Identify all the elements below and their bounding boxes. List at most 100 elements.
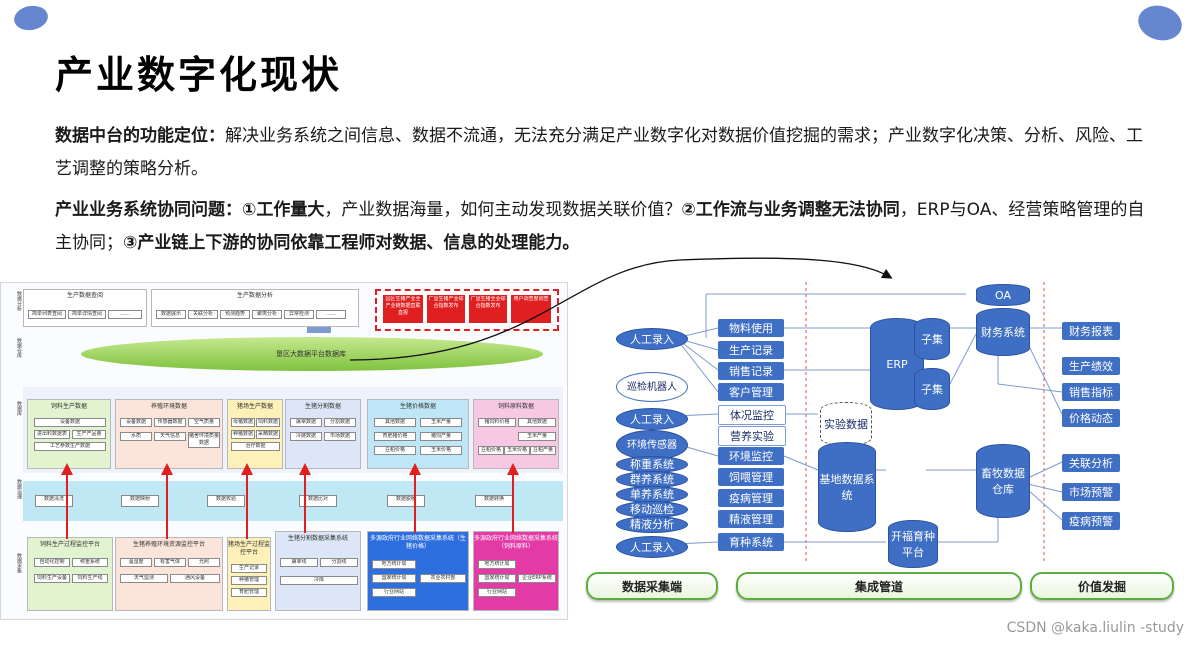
warehouse-cylinder <box>81 337 543 371</box>
input-mobile-inspection: 移动巡检 <box>616 501 688 518</box>
stage-value-discovery: 价值发掘 <box>1030 572 1174 600</box>
index-box: 广垦生猪全业综合指数发布 <box>469 295 507 323</box>
db-item: 进出料数据表 <box>34 430 70 439</box>
panel-title: 饲料生产过程监控平台 <box>39 541 100 548</box>
acq-item: 饲料生产线 <box>72 574 108 583</box>
db-item: 空气质量 <box>188 418 220 427</box>
analysis-box: 异常检测 <box>284 310 314 319</box>
panel-title: 猪场生产数据 <box>236 403 273 410</box>
data-analysis-panel: 生产数据分析 数据展示 关联分析 预测趋势 聚类分析 异常检测 …… <box>151 289 359 327</box>
db-item: 传感器数据 <box>154 418 186 427</box>
db-item: 屠宰数据 <box>290 418 322 427</box>
livestock-data-warehouse: 畜牧数据仓库 <box>976 444 1030 518</box>
problem-text-2: ，ERP与OA、经营策略管理的自主协同； <box>55 200 1145 253</box>
connector-curve <box>349 257 893 361</box>
db-panel-split: 生猪分割数据 屠宰数据 分割数据 冷链数据 市场数据 <box>285 399 361 469</box>
acq-panel-price: 多源政府行业网络数据采集系统（生猪价格） 地方统计局 国家统计局 行业网站 农业… <box>367 531 469 611</box>
acq-item: 种猪管理 <box>231 576 267 585</box>
output-price-dynamics: 价格动态 <box>1062 409 1120 427</box>
function-paragraph: 数据中台的功能定位：解决业务系统之间信息、数据不流通，无法充分满足产业数字化对数… <box>55 120 1155 186</box>
function-heading: 数据中台的功能定位： <box>55 126 225 146</box>
db-item: 玉米价格 <box>504 446 530 455</box>
panel-title: 生猪养殖环境资源监控平台 <box>132 541 205 548</box>
db-item: 玉米价格 <box>420 446 462 455</box>
acq-item: 温湿度 <box>120 558 152 567</box>
db-item: 生产产品量 <box>72 430 106 439</box>
db-item: 治疗数据 <box>231 442 280 451</box>
module-material-use: 物料使用 <box>718 319 784 337</box>
problem-heading: 产业业务系统协同问题：①工作量大 <box>55 200 325 220</box>
acq-panel-feedstock: 多源政府行业网络数据采集系统（饲料原料） 地方统计局 国家统计局 行业网站 企业… <box>473 531 559 611</box>
db-panel-feedstock: 饲料原料数据 猪饲料价格 其他数据 玉米产量 豆粕价格 玉米价格 豆粕产量 <box>473 399 559 469</box>
input-weighing-system: 称重系统 <box>616 456 688 473</box>
red-arrows <box>61 463 519 539</box>
query-box: 简单列表查阅 <box>28 310 66 319</box>
db-item: 设备数据 <box>120 418 152 427</box>
acq-item: 屠宰线 <box>280 558 318 567</box>
warehouse-label: 垦区大数据平台数据库 <box>276 350 346 358</box>
watermark: CSDN @kaka.liulin -study <box>1006 620 1184 636</box>
db-item: 设备数据 <box>34 418 106 427</box>
module-body-monitoring: 体况监控 <box>718 405 786 425</box>
module-production-record: 生产记录 <box>718 341 784 359</box>
panel-title: 饲料原料数据 <box>497 403 534 410</box>
acq-item: 农业农村部 <box>420 574 466 583</box>
module-environment-monitoring: 环境监控 <box>718 447 784 465</box>
db-item: 饲料数据 <box>256 418 280 427</box>
erp-subset: 子集 <box>914 318 950 360</box>
module-breeding-system: 育种系统 <box>718 533 784 551</box>
data-platform-architecture-diagram: 数据分析 数据仓库 数据库 数据治理 数据采集 生产数据查阅 简单列表查阅 简单… <box>0 282 568 620</box>
base-data-system: 基地数据系统 <box>818 442 876 532</box>
query-box: …… <box>108 310 142 319</box>
acq-item: 地方统计局 <box>372 560 416 569</box>
stage-data-collection: 数据采集端 <box>586 572 718 600</box>
panel-title: 多源政府行业网络数据采集系统（生猪价格） <box>369 535 466 550</box>
analysis-box: 数据展示 <box>156 310 186 319</box>
oa-system: OA <box>976 284 1030 306</box>
acq-item: 企业ERP系统 <box>518 574 556 583</box>
input-inspection-robot: 巡检机器人 <box>616 372 688 402</box>
governance-box: 数据比对 <box>299 495 337 507</box>
problem-text-1: ，产业数据海量，如何主动发现数据关联价值？ <box>324 200 682 220</box>
module-semen-management: 精液管理 <box>718 510 784 528</box>
db-item: 天气信息 <box>154 432 186 441</box>
industry-index-panel: 园区生猪产业全产业链数据直联直报 广垦生猪产业综合指数发布 广垦生猪全业综合指数… <box>375 289 559 331</box>
db-item: 玉米产量 <box>420 418 462 427</box>
db-item: 其他数据 <box>518 418 556 427</box>
acq-item: 地方统计局 <box>478 560 516 569</box>
db-item: 玉米产量 <box>518 432 556 441</box>
analysis-box: 聚类分析 <box>252 310 282 319</box>
panel-title: 养殖环境数据 <box>150 403 187 410</box>
db-panel-price: 生猪价格数据 其他数据 玉米产量 育肥猪价格 猪饲产量 豆粕价格 玉米价格 <box>367 399 469 469</box>
db-item: 其他数据 <box>374 418 416 427</box>
up-arrow-icon <box>307 327 331 333</box>
panel-title: 生产数据分析 <box>236 292 273 299</box>
acq-item: 行业网站 <box>478 588 516 597</box>
panel-title: 生猪分割数据采集系统 <box>287 535 348 542</box>
side-label: 数据库 <box>16 401 22 416</box>
data-query-panel: 生产数据查阅 简单列表查阅 简单详情查阅 …… <box>23 289 147 327</box>
panel-title: 饲料生产数据 <box>50 403 87 410</box>
acq-item: 行业网站 <box>372 588 416 597</box>
acq-item: 通风设备 <box>170 574 220 583</box>
acq-panel-split: 生猪分割数据采集系统 屠宰线 分割线 冷库 <box>275 531 361 611</box>
db-item: 猪舍环境质量数据 <box>188 432 220 448</box>
problem-point-3: ③产业链上下游的协同依靠工程师对数据、信息的处理能力。 <box>123 233 580 253</box>
db-panel-environment: 养殖环境数据 设备数据 传感器数据 空气质量 水质 天气信息 猪舍环境质量数据 <box>115 399 223 469</box>
db-item: 市场数据 <box>324 432 356 441</box>
acq-item: 分割线 <box>320 558 358 567</box>
analysis-box: 关联分析 <box>188 310 218 319</box>
analysis-box: …… <box>316 310 346 319</box>
corner-decoration-left <box>12 3 50 33</box>
acq-panel-farm: 猪场生产过程监控平台 生产记录 种猪管理 育肥管理 <box>227 537 271 611</box>
module-sales-record: 销售记录 <box>718 362 784 380</box>
function-text: 解决业务系统之间信息、数据不流通，无法充分满足产业数字化对数据价值挖掘的需求；产… <box>55 126 1143 179</box>
index-box: 广垦生猪产业综合指数发布 <box>427 295 465 323</box>
side-label: 数据采集 <box>16 553 22 573</box>
acq-item: 天气监测 <box>120 574 168 583</box>
db-item: 育肥猪价格 <box>374 432 416 441</box>
db-item: 采精数据 <box>256 430 280 439</box>
db-item: 分割数据 <box>324 418 356 427</box>
integration-flow-diagram: 人工录入 巡检机器人 人工录入 环境传感器 称重系统 群养系统 单养系统 移动巡… <box>586 274 1196 604</box>
output-production-performance: 生产绩效 <box>1062 357 1120 375</box>
